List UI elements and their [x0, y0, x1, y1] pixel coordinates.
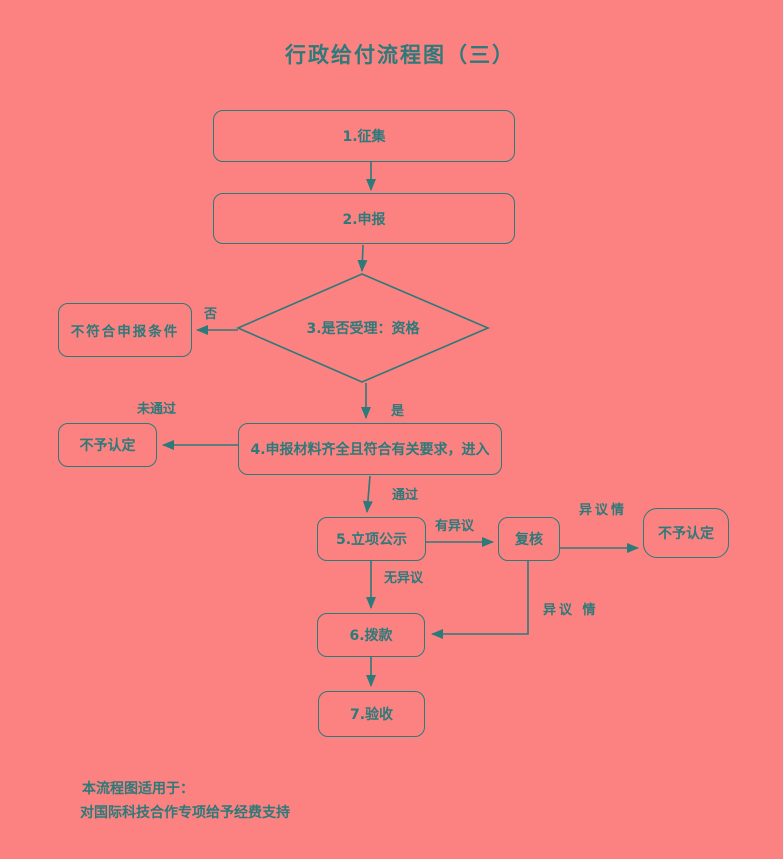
- node-3-decision-label: 3.是否受理：资格: [306, 321, 420, 337]
- page-title: 行政给付流程图（三）: [285, 43, 515, 67]
- node-4-materials: 4.申报材料齐全且符合有关要求，进入: [238, 423, 502, 475]
- edge-label-passed: 通过: [392, 488, 419, 503]
- node-7-acceptance: 7.验收: [318, 691, 425, 737]
- edge-label-no-objection: 无异议: [384, 571, 424, 586]
- edge-label-objection-bottom: 异议 情: [543, 603, 599, 618]
- edge-label-yes: 是: [391, 404, 405, 419]
- edge-review-funding: [431, 561, 529, 639]
- node-5-publicity: 5.立项公示: [317, 517, 426, 561]
- edge-label-not-passed: 未通过: [137, 402, 177, 417]
- edge-declaration-decision: [357, 244, 368, 272]
- node-1-collection: 1.征集: [213, 110, 515, 162]
- node-2-declaration: 2.申报: [213, 193, 515, 244]
- footer-note-line1: 本流程图适用于：: [82, 781, 194, 797]
- footer-note-line2: 对国际科技合作专项给予经费支持: [80, 805, 290, 821]
- edge-label-no: 否: [204, 307, 218, 322]
- decision-diamond-shape: [235, 273, 491, 383]
- edge-label-objection-top: 异议情: [579, 503, 628, 518]
- edge-label-has-objection: 有异议: [435, 519, 475, 534]
- node-no-recognition-right: 不予认定: [643, 508, 729, 558]
- node-reject-condition: 不符合申报条件: [58, 303, 192, 357]
- node-no-recognition-left: 不予认定: [58, 423, 157, 467]
- edge-materials-publicity: [362, 475, 373, 513]
- node-6-funding: 6.拨款: [317, 613, 425, 657]
- node-review: 复核: [498, 517, 560, 561]
